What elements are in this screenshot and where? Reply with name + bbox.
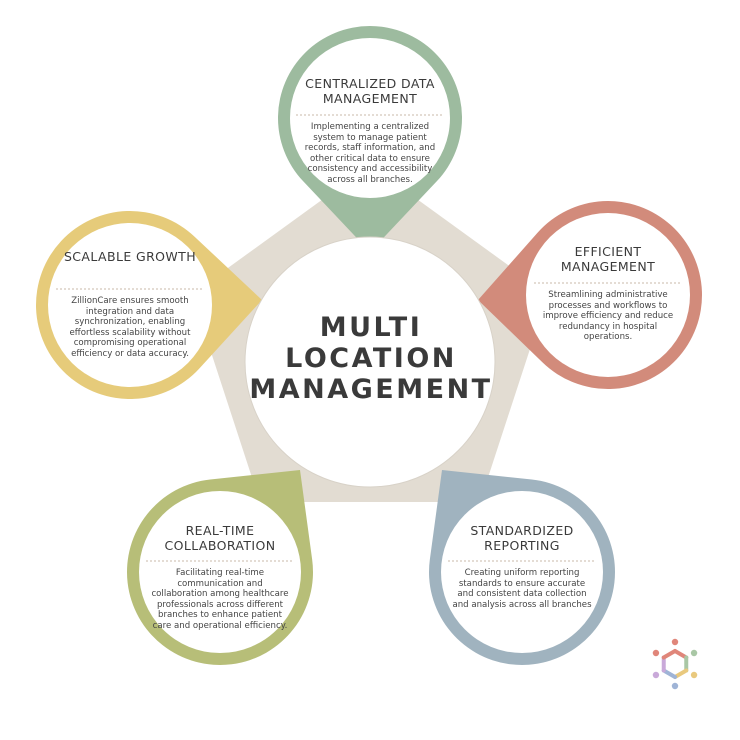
node-desc-line: ZillionCare ensures smooth: [71, 296, 189, 306]
node-title-line: COLLABORATION: [164, 538, 276, 553]
center-circle: [244, 236, 496, 488]
node-title-line: STANDARDIZED: [470, 523, 574, 538]
petal-inner-circle-centralized: [290, 38, 450, 198]
logo-person-head: [671, 682, 679, 690]
node-desc-line: redundancy in hospital: [558, 321, 658, 332]
center-title-line-2: LOCATION: [285, 343, 457, 374]
node-desc-line: compromising operational: [73, 338, 187, 349]
node-scalable: SCALABLE GROWTH: [45, 249, 215, 264]
logo-person-head: [690, 671, 698, 679]
petal-inner-circle-efficient: [526, 213, 690, 377]
petal-inner-circle-scalable: [48, 223, 212, 387]
node-desc-line: consistency and accessibility: [307, 164, 433, 175]
petal-inner-circle-standardized: [441, 491, 603, 653]
logo-person-body: [673, 649, 689, 660]
logo-person-head: [652, 671, 660, 679]
node-desc-line: standards to ensure accurate: [458, 578, 586, 589]
logo-person-head: [671, 638, 679, 646]
petals-layer: [35, 26, 702, 665]
node-desc-line: synchronization, enabling: [74, 317, 186, 328]
node-title-line: EFFICIENT: [574, 244, 642, 259]
node-title: SCALABLE GROWTH: [45, 249, 215, 264]
node-desc-line: operations.: [583, 332, 633, 343]
node-desc-line: Facilitating real-time: [175, 568, 265, 578]
node-desc-line: branches to enhance patient: [158, 610, 282, 621]
node-title-line: REPORTING: [484, 538, 560, 553]
node-desc-line: Creating uniform reporting: [464, 568, 580, 578]
center-title-line-1: MULTI: [319, 312, 423, 343]
node-title-line: MANAGEMENT: [560, 259, 656, 274]
node-desc-line: effortless scalability without: [69, 327, 191, 338]
center-title: MULTI LOCATION MANAGEMENT: [236, 312, 506, 405]
node-title-line: SCALABLE GROWTH: [63, 249, 197, 264]
node-desc-line: integration and data: [85, 306, 175, 317]
logo-person-head: [690, 649, 698, 657]
logo-person-body: [673, 668, 689, 679]
node-desc-line: efficiency or data accuracy.: [71, 348, 189, 359]
logo-person-body: [661, 668, 677, 679]
node-desc-line: and consistent data collection: [457, 589, 587, 600]
logo-person-body: [661, 649, 677, 660]
node-desc-line: and analysis across all branches: [452, 599, 592, 610]
node-desc-line: records, staff information, and: [304, 143, 436, 154]
node-title-line: MANAGEMENT: [322, 91, 418, 106]
node-desc-line: professionals across different: [156, 599, 284, 610]
node-desc-line: other critical data to ensure: [310, 153, 430, 164]
node-title-line: REAL-TIME: [185, 523, 255, 538]
node-desc-line: improve efficiency and reduce: [542, 311, 674, 322]
node-title-line: CENTRALIZED DATA: [305, 76, 435, 91]
logo-person-head: [652, 649, 660, 657]
node-desc-line: care and operational efficiency.: [152, 620, 288, 631]
node-desc-line: processes and workflows to: [548, 300, 668, 311]
petal-inner-circle-realtime: [139, 491, 301, 653]
node-desc-line: Implementing a centralized: [310, 122, 430, 132]
center-title-line-3: MANAGEMENT: [249, 374, 493, 405]
node-desc-line: Streamlining administrative: [548, 290, 668, 300]
node-desc-line: collaboration among healthcare: [151, 589, 289, 600]
node-desc-line: communication and: [177, 578, 263, 589]
people-circle-logo-icon: [652, 638, 698, 690]
node-desc-line: system to manage patient: [313, 132, 427, 143]
node-desc-line: across all branches.: [327, 174, 413, 185]
